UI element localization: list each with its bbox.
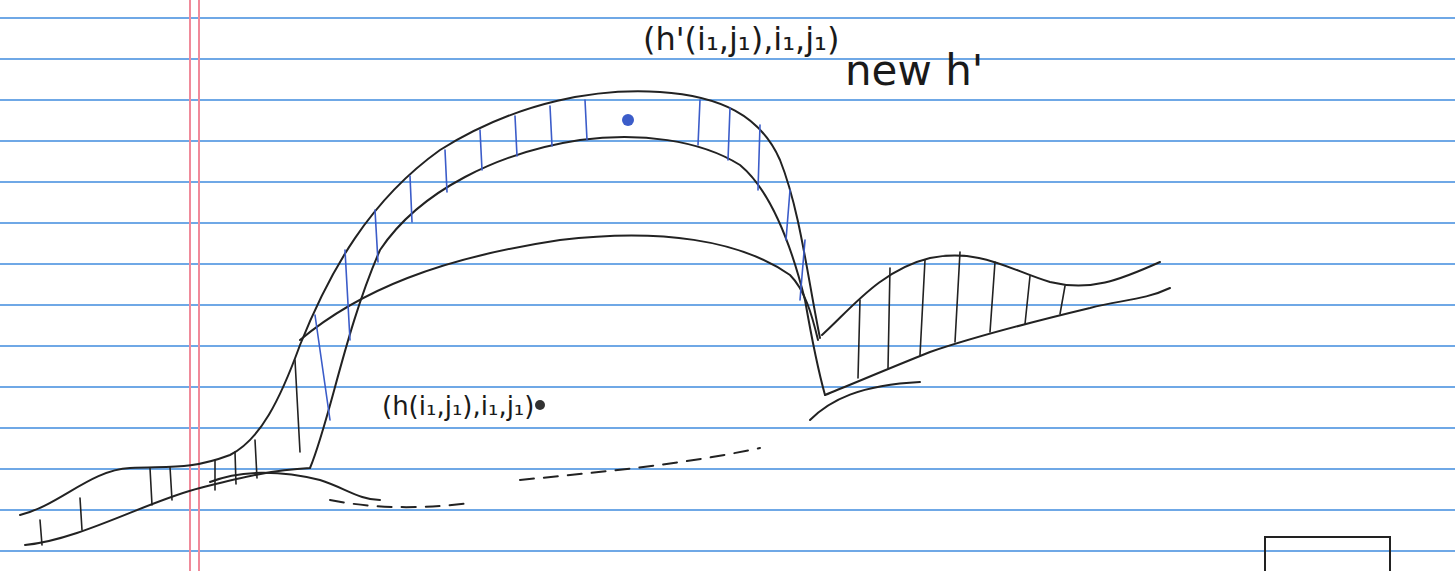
margin-line: [190, 0, 199, 571]
hatching-blue: [315, 100, 805, 420]
surface-label: new h': [845, 48, 983, 94]
hatching-black: [40, 252, 1065, 545]
top-point-label: (h'(i₁,j₁),i₁,j₁): [643, 22, 839, 57]
surface-curves: [20, 91, 1390, 571]
base-point-label: (h(i₁,j₁),i₁,j₁): [382, 392, 534, 421]
top-point: [622, 114, 634, 126]
base-point: [535, 400, 545, 410]
ruled-lines: [0, 18, 1455, 551]
